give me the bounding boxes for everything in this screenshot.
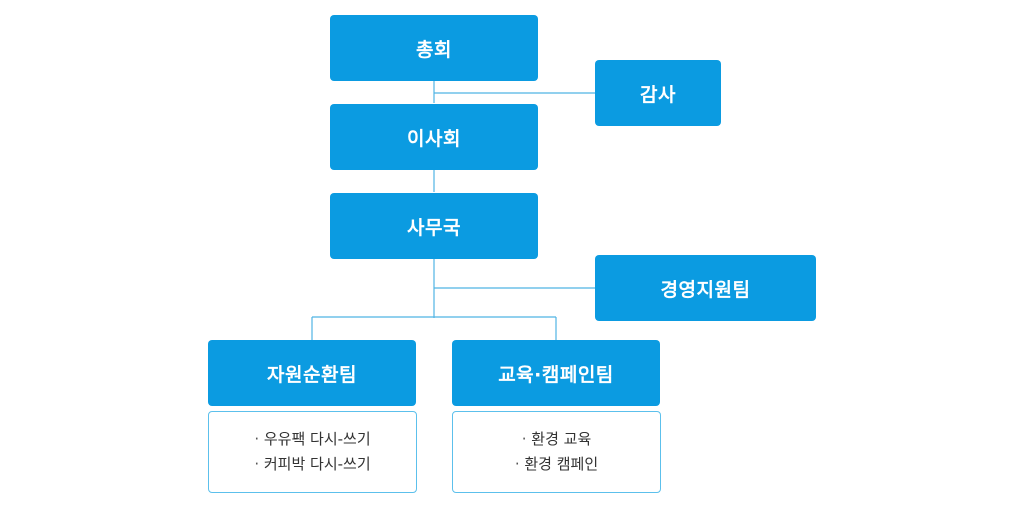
management-team-box: 경영지원팀 <box>595 255 816 321</box>
board-label: 이사회 <box>407 127 461 150</box>
task-item: 환경 캠페인 <box>515 452 598 477</box>
resource-team-tasks: 우유팩 다시-쓰기 커피박 다시-쓰기 <box>208 411 417 493</box>
general-assembly-label: 총회 <box>416 38 452 61</box>
resource-team-box: 자원순환팀 <box>208 340 416 406</box>
task-item: 커피박 다시-쓰기 <box>254 452 371 477</box>
task-item: 환경 교육 <box>522 427 591 452</box>
general-assembly-box: 총회 <box>330 15 538 81</box>
secretariat-label: 사무국 <box>407 216 461 239</box>
task-item: 우유팩 다시-쓰기 <box>254 427 371 452</box>
audit-label: 감사 <box>640 83 676 106</box>
resource-team-label: 자원순환팀 <box>267 363 357 386</box>
board-box: 이사회 <box>330 104 538 170</box>
secretariat-box: 사무국 <box>330 193 538 259</box>
management-team-label: 경영지원팀 <box>660 278 751 301</box>
education-team-tasks: 환경 교육 환경 캠페인 <box>452 411 661 493</box>
education-team-label: 교육·캠페인팀 <box>498 363 614 386</box>
audit-box: 감사 <box>595 60 721 126</box>
education-team-box: 교육·캠페인팀 <box>452 340 660 406</box>
